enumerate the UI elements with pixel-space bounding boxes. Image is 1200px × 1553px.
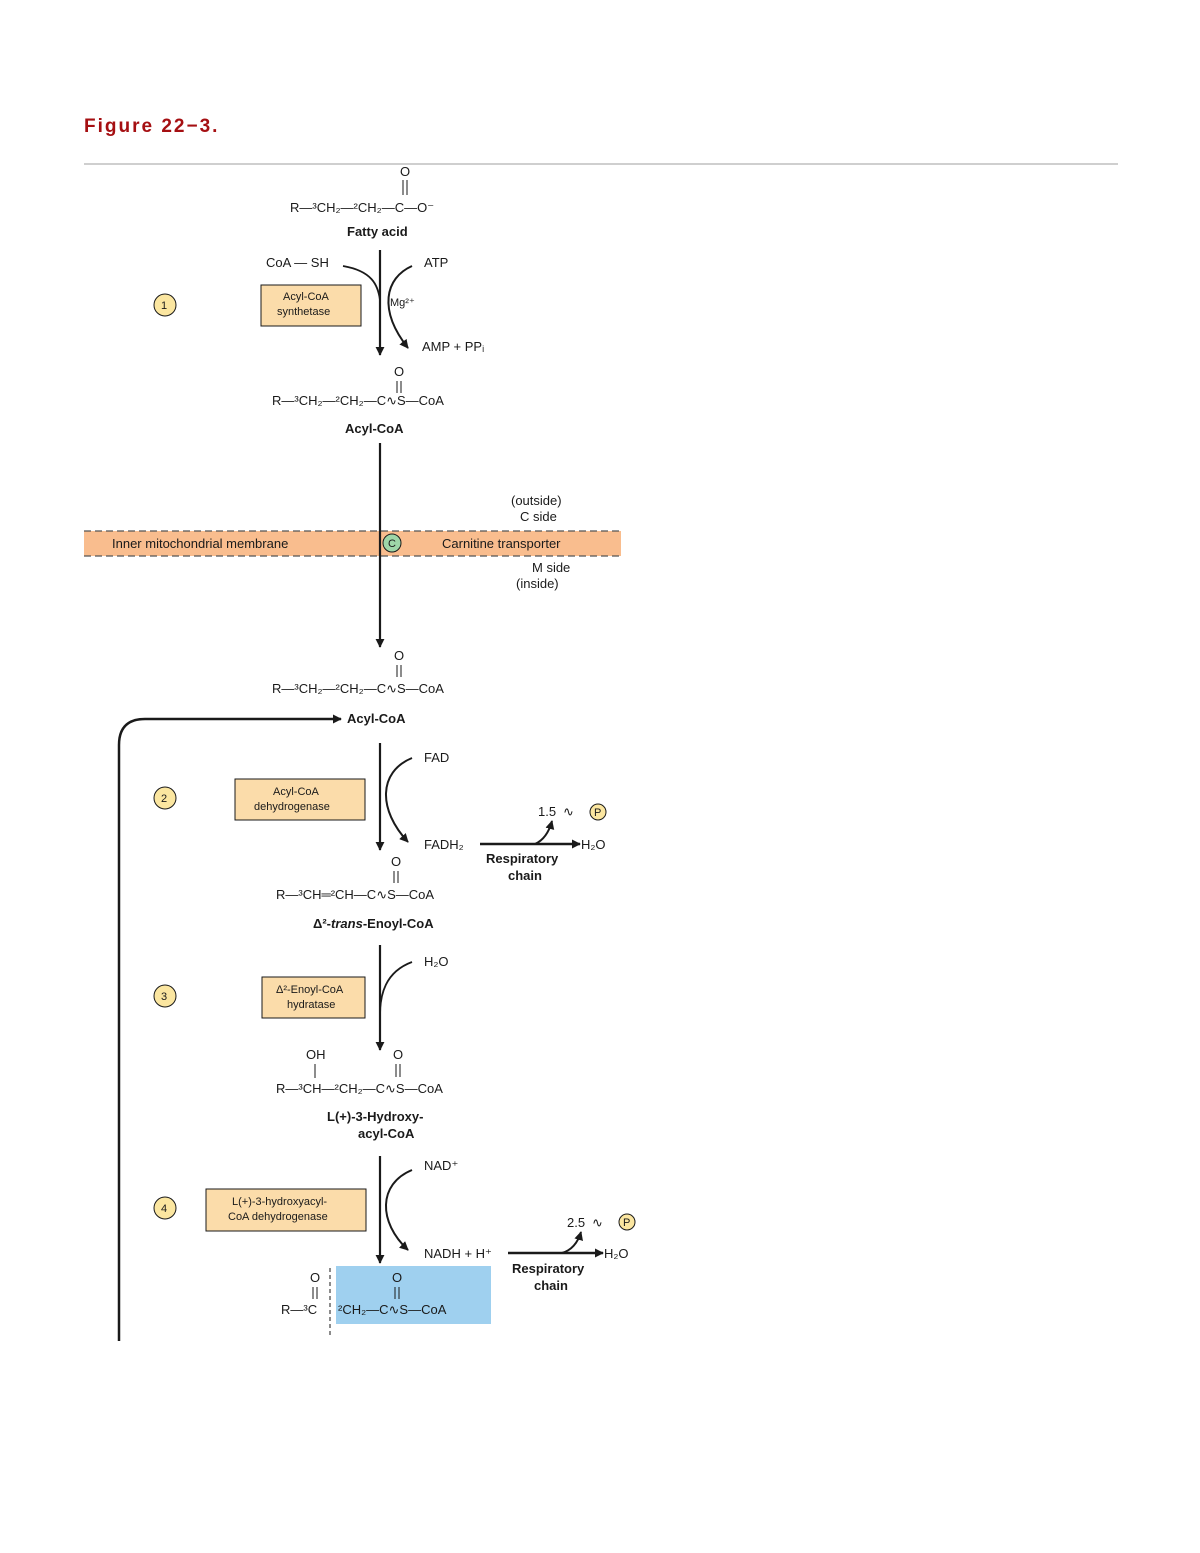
membrane-label: Inner mitochondrial membrane: [112, 536, 288, 551]
respiratory-chain-1-line2: chain: [508, 868, 542, 883]
nad-curve-arrow: [385, 1169, 413, 1251]
high-energy-bond: ∿: [563, 804, 574, 819]
step-1-output: AMP + PPᵢ: [422, 339, 484, 354]
enoyl-coa-name-prefix: Δ²-: [313, 916, 331, 931]
phosphate-icon: [618, 1213, 636, 1231]
water-label-1: H₂O: [581, 837, 606, 852]
enzyme-box-hydroxyacyl-coa-dehydrogenase: [205, 1188, 367, 1232]
enzyme-3-line2: hydratase: [287, 999, 335, 1011]
phosphate-icon: [589, 803, 607, 821]
enoyl-coa-name-italic: trans: [331, 916, 363, 931]
coa-sh-curve: [342, 265, 381, 301]
step-1-badge: [153, 293, 177, 317]
fadh2-label: FADH₂: [424, 837, 464, 852]
hydroxyl-group: OH: [306, 1047, 326, 1062]
acyl-coa-1-formula: R—³CH₂—²CH₂—C∿S—CoA: [272, 393, 444, 408]
m-side-label: M side: [532, 560, 570, 575]
water-label-2: H₂O: [604, 1246, 629, 1261]
phosphate-symbol-2: P: [623, 1217, 630, 1229]
enzyme-box-acyl-coa-dehydrogenase: [234, 778, 366, 821]
inside-label: (inside): [516, 576, 559, 591]
fatty-acid-formula: R—³CH₂—²CH₂—C—O⁻: [290, 200, 434, 215]
carnitine-symbol: C: [388, 538, 396, 550]
enzyme-2-line2: dehydrogenase: [254, 801, 330, 813]
thioester-oxygen: O: [392, 1270, 402, 1285]
enzyme-4-line1: L(+)-3-hydroxyacyl-: [232, 1196, 327, 1208]
title-divider: [84, 163, 1118, 165]
step-2-badge: [153, 786, 177, 810]
enzyme-3-line1: Δ²-Enoyl-CoA: [276, 984, 344, 996]
nadh-label: NADH + H⁺: [424, 1246, 492, 1261]
acyl-coa-1-oxygen: O: [394, 364, 404, 379]
acyl-coa-2-formula: R—³CH₂—²CH₂—C∿S—CoA: [272, 681, 444, 696]
enoyl-coa-oxygen: O: [391, 854, 401, 869]
atp-yield-arrow-2: [561, 1231, 583, 1254]
outside-label: (outside): [511, 493, 562, 508]
fatty-acid-name: Fatty acid: [347, 224, 408, 239]
atp-yield-2: 2.5: [567, 1215, 585, 1230]
hydroxyacyl-oxygen: O: [393, 1047, 403, 1062]
ketoacyl-formula-right: ²CH₂—C∿S—CoA: [338, 1302, 447, 1317]
hydroxyacyl-formula: R—³CH—²CH₂—C∿S—CoA: [276, 1081, 443, 1096]
c-side-label: C side: [520, 509, 557, 524]
respiratory-chain-1-line1: Respiratory: [486, 851, 559, 866]
figure-title: Figure 22−3.: [84, 116, 220, 137]
enoyl-coa-formula: R—³CH═²CH—C∿S—CoA: [276, 887, 434, 902]
step-3-badge: [153, 984, 177, 1008]
enzyme-box-acyl-coa-synthetase: [260, 284, 362, 327]
step-4-badge: [153, 1196, 177, 1220]
transporter-label: Carnitine transporter: [442, 536, 561, 551]
step-3-number: 3: [161, 991, 167, 1003]
step-1-coa-sh: CoA — SH: [266, 255, 329, 270]
step-2-number: 2: [161, 793, 167, 805]
phosphate-symbol-1: P: [594, 807, 601, 819]
inner-mitochondrial-membrane: [84, 531, 621, 556]
acyl-coa-2-oxygen: O: [394, 648, 404, 663]
cycle-return-arrow: [117, 714, 342, 1341]
respiratory-chain-2-line1: Respiratory: [512, 1261, 585, 1276]
high-energy-bond: ∿: [592, 1215, 603, 1230]
keto-oxygen: O: [310, 1270, 320, 1285]
atp-yield-arrow-1: [534, 820, 555, 845]
step-1-cofactor: Mg²⁺: [390, 297, 415, 309]
ketoacyl-formula-left: R—³C: [281, 1302, 317, 1317]
fatty-acid-carbonyl-oxygen: O: [400, 164, 410, 179]
atp-curve-arrow: [387, 265, 413, 349]
step-1-atp: ATP: [424, 255, 448, 270]
enoyl-coa-name-suffix: -Enoyl-CoA: [363, 916, 434, 931]
respiratory-chain-2-line2: chain: [534, 1278, 568, 1293]
acyl-coa-1-name: Acyl-CoA: [345, 421, 404, 436]
atp-yield-1: 1.5: [538, 804, 556, 819]
acetyl-coa-highlight: [336, 1266, 491, 1324]
step-4-number: 4: [161, 1203, 167, 1215]
water-curve: [379, 961, 413, 1016]
hydroxyacyl-name-line1: L(+)-3-Hydroxy-: [327, 1109, 423, 1124]
nad-label: NAD⁺: [424, 1158, 458, 1173]
step-1-number: 1: [161, 300, 167, 312]
fad-label: FAD: [424, 750, 449, 765]
hydroxyacyl-name-line2: acyl-CoA: [358, 1126, 415, 1141]
enzyme-box-enoyl-coa-hydratase: [261, 976, 366, 1019]
fad-curve-arrow: [385, 757, 413, 843]
carnitine-icon: [382, 533, 402, 553]
enoyl-coa-name: Δ²-trans-Enoyl-CoA: [313, 916, 434, 931]
enzyme-1-line1: Acyl-CoA: [283, 291, 330, 303]
enzyme-4-line2: CoA dehydrogenase: [228, 1211, 328, 1223]
step-3-water: H₂O: [424, 954, 449, 969]
enzyme-1-line2: synthetase: [277, 306, 330, 318]
acyl-coa-2-name: Acyl-CoA: [347, 711, 406, 726]
enzyme-2-line1: Acyl-CoA: [273, 786, 320, 798]
